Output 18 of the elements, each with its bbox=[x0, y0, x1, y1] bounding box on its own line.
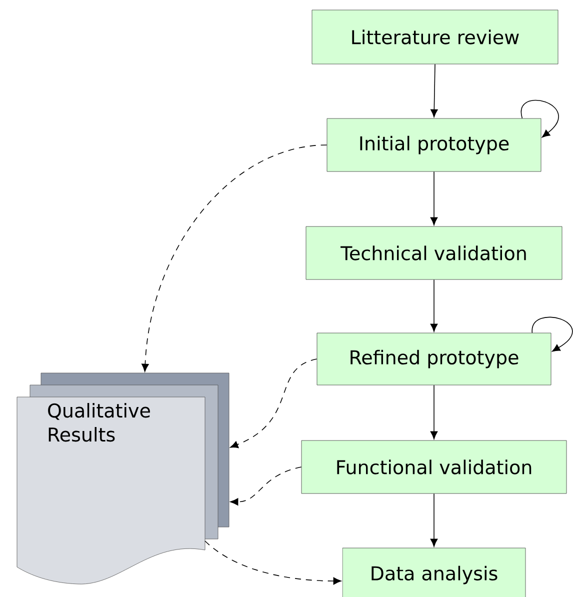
arrow bbox=[430, 64, 438, 118]
process-box: Data analysis bbox=[342, 548, 526, 597]
process-box: Initial prototype bbox=[326, 118, 542, 172]
document-stack: Qualitative Results bbox=[16, 372, 230, 584]
arrow bbox=[430, 279, 438, 332]
process-box: Refined prototype bbox=[316, 332, 552, 386]
arrow bbox=[520, 100, 559, 138]
arrow bbox=[142, 144, 328, 372]
arrow bbox=[430, 493, 438, 547]
process-box: Litterature review bbox=[312, 10, 558, 64]
arrow bbox=[430, 384, 438, 440]
arrow bbox=[230, 466, 302, 506]
arrow bbox=[204, 540, 342, 585]
process-box: Technical validation bbox=[306, 226, 562, 280]
process-box: Functional validation bbox=[301, 440, 567, 494]
arrow bbox=[230, 358, 318, 448]
arrow bbox=[532, 316, 573, 352]
arrow bbox=[430, 171, 438, 226]
